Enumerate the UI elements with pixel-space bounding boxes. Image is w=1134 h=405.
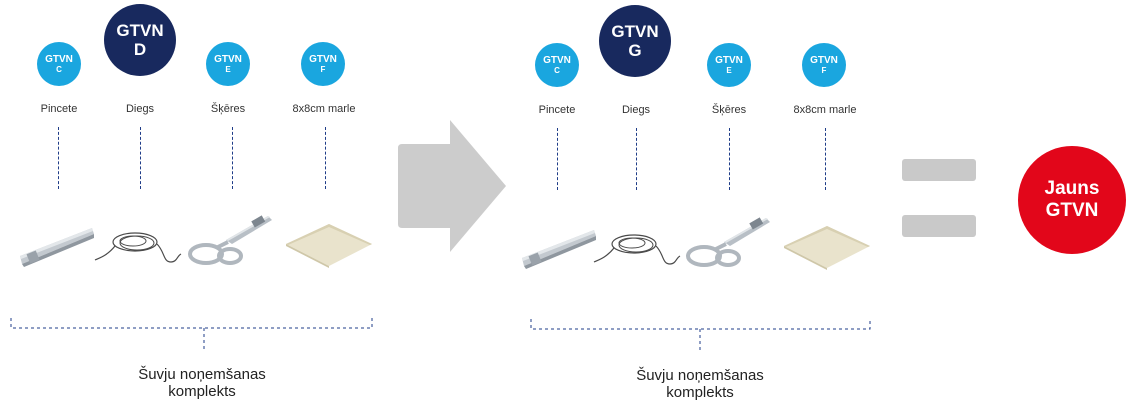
badge-gtvn-e: GTVN E (707, 43, 751, 87)
item-label-skeres: Šķēres (210, 103, 246, 115)
badge-gtvn-f: GTVN F (301, 42, 345, 86)
item-label-marle: 8x8cm marle (793, 104, 857, 116)
badge-gtvn-c: GTVN C (37, 42, 81, 86)
item-label-pincete: Pincete (538, 104, 576, 116)
item-label-marle: 8x8cm marle (292, 103, 356, 115)
connector-line (636, 128, 637, 190)
tweezers-icon (522, 230, 596, 269)
gauze-pad-icon (286, 224, 372, 268)
item-label-diegs: Diegs (621, 104, 651, 116)
item-label-pincete: Pincete (40, 103, 78, 115)
kit-bracket (10, 318, 373, 352)
connector-line (557, 128, 558, 190)
equals-sign-bottom-bar (902, 215, 976, 237)
scissors-icon (188, 215, 272, 265)
tweezers-icon (20, 228, 94, 267)
kit-caption: Šuvju noņemšanas komplekts (138, 366, 266, 400)
badge-gtvn-g: GTVN G (599, 5, 671, 77)
right-arrow-icon (398, 120, 506, 252)
connector-line (825, 128, 826, 190)
badge-gtvn-e: GTVN E (206, 42, 250, 86)
suture-thread-icon (593, 234, 681, 265)
result-new-gtvn-badge: Jauns GTVN (1018, 146, 1126, 254)
badge-gtvn-d: GTVN D (104, 4, 176, 76)
kit-caption: Šuvju noņemšanas komplekts (636, 367, 764, 401)
connector-line (729, 128, 730, 190)
badge-gtvn-c: GTVN C (535, 43, 579, 87)
suture-thread-icon (94, 232, 182, 263)
connector-line (140, 127, 141, 189)
connector-line (325, 127, 326, 189)
connector-line (232, 127, 233, 189)
equals-sign-top-bar (902, 159, 976, 181)
item-label-diegs: Diegs (125, 103, 155, 115)
scissors-icon (686, 217, 770, 267)
connector-line (58, 127, 59, 189)
item-label-skeres: Šķēres (711, 104, 747, 116)
kit-bracket (530, 319, 871, 353)
badge-gtvn-f: GTVN F (802, 43, 846, 87)
gauze-pad-icon (784, 226, 870, 270)
